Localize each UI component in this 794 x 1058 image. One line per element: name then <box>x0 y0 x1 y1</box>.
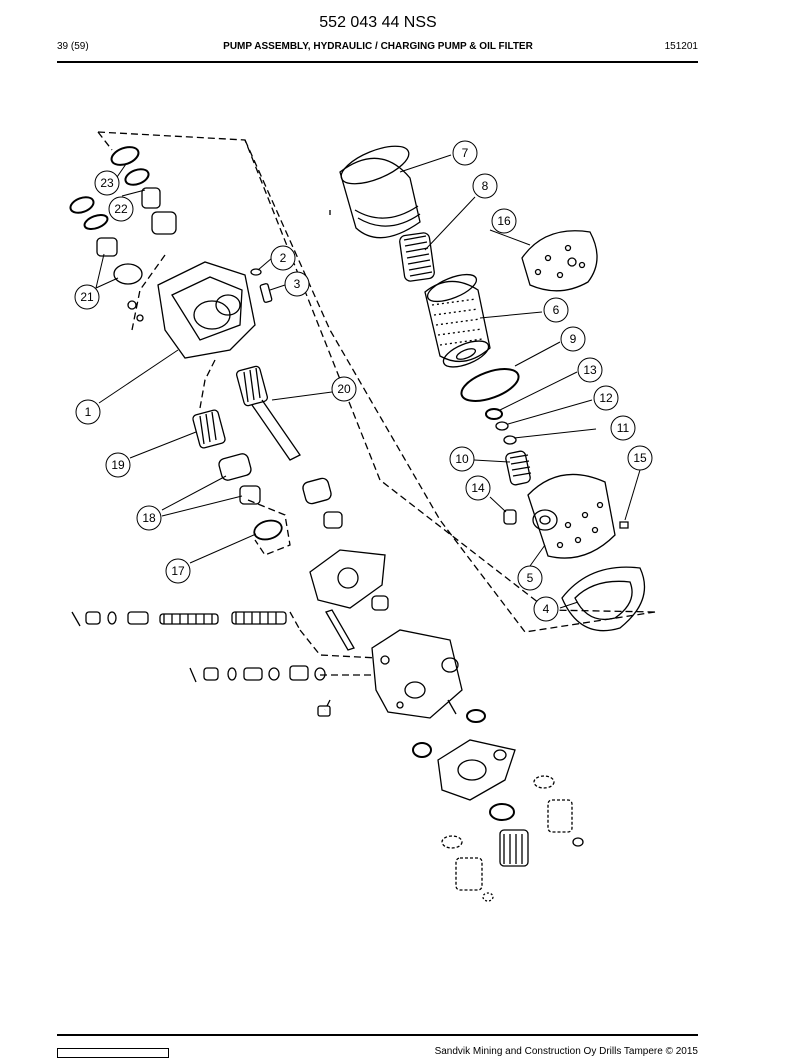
svg-text:12: 12 <box>599 391 613 405</box>
oil-filter-housing <box>339 145 421 239</box>
filter-seal-ring <box>460 368 520 402</box>
callout-6: 6 <box>543 297 569 323</box>
svg-text:6: 6 <box>553 303 560 317</box>
svg-text:22: 22 <box>114 202 128 216</box>
filter-head <box>527 473 616 559</box>
callout-10: 10 <box>449 446 475 472</box>
svg-text:20: 20 <box>337 382 351 396</box>
svg-text:8: 8 <box>482 179 489 193</box>
screw-3 <box>259 283 273 303</box>
callout-23: 23 <box>94 170 120 196</box>
footer-copyright: Sandvik Mining and Construction Oy Drill… <box>434 1046 698 1057</box>
callout-1: 1 <box>75 399 101 425</box>
callout-17: 17 <box>165 558 191 584</box>
callout-4: 4 <box>533 596 559 622</box>
svg-text:2: 2 <box>280 251 287 265</box>
svg-text:19: 19 <box>111 458 125 472</box>
sandvik-logo <box>57 1048 169 1058</box>
ring-11 <box>503 435 517 445</box>
filter-spring <box>399 232 435 282</box>
washer-2 <box>250 268 262 276</box>
callout-2: 2 <box>270 245 296 271</box>
valve-components-row-1 <box>71 611 287 627</box>
leader-lines <box>95 154 641 609</box>
svg-text:11: 11 <box>617 421 630 435</box>
document-number: 552 043 44 NSS <box>319 14 437 31</box>
snap-ring <box>253 519 283 541</box>
callout-16: 16 <box>491 208 517 234</box>
seal-ring-small <box>466 709 486 723</box>
lower-gears <box>441 775 584 902</box>
svg-text:9: 9 <box>570 332 577 346</box>
lower-gasket <box>412 739 516 801</box>
valve-spring <box>505 450 532 486</box>
callout-9: 9 <box>560 326 586 352</box>
svg-text:4: 4 <box>543 602 550 616</box>
valve-components-row-2 <box>189 665 326 683</box>
callout-12: 12 <box>593 385 619 411</box>
screw-15 <box>619 521 629 529</box>
nut-small-2 <box>136 314 144 322</box>
svg-text:23: 23 <box>100 176 114 190</box>
callout-11: 11 <box>610 415 636 441</box>
document-date: 151201 <box>664 41 698 52</box>
drive-shaft <box>235 365 301 461</box>
mounting-plate <box>309 549 389 611</box>
bearings-18 <box>218 453 343 529</box>
svg-text:21: 21 <box>80 290 94 304</box>
stud-small <box>447 699 457 715</box>
svg-text:10: 10 <box>455 452 469 466</box>
pin-rod <box>325 609 355 651</box>
callout-7: 7 <box>452 140 478 166</box>
callout-21: 21 <box>74 284 100 310</box>
page-count: 39 (59) <box>57 41 89 52</box>
callout-5: 5 <box>517 565 543 591</box>
washer-12 <box>495 421 509 431</box>
seal-set <box>69 146 177 285</box>
svg-text:7: 7 <box>462 146 469 160</box>
svg-text:18: 18 <box>142 511 156 525</box>
svg-text:5: 5 <box>527 571 534 585</box>
svg-text:14: 14 <box>471 481 485 495</box>
bolt-small <box>317 705 331 717</box>
o-ring-13 <box>485 408 503 420</box>
filter-element <box>424 273 491 368</box>
plug-14 <box>503 509 517 525</box>
svg-text:1: 1 <box>85 405 92 419</box>
charging-pump-housing <box>371 629 463 719</box>
callout-14: 14 <box>465 475 491 501</box>
nut-small <box>127 300 137 310</box>
svg-text:16: 16 <box>497 214 511 228</box>
callout-18: 18 <box>136 505 162 531</box>
callout-19: 19 <box>105 452 131 478</box>
callout-13: 13 <box>577 357 603 383</box>
callout-8: 8 <box>472 173 498 199</box>
driven-gear <box>192 409 226 449</box>
callout-22: 22 <box>108 196 134 222</box>
callout-3: 3 <box>284 271 310 297</box>
svg-text:17: 17 <box>171 564 185 578</box>
footer-rule <box>57 1034 698 1036</box>
page-title: PUMP ASSEMBLY, HYDRAULIC / CHARGING PUMP… <box>223 41 533 52</box>
svg-text:13: 13 <box>583 363 597 377</box>
pump-body <box>157 261 256 359</box>
header-rule <box>57 61 698 63</box>
callout-20: 20 <box>331 376 357 402</box>
svg-text:3: 3 <box>294 277 301 291</box>
callout-15: 15 <box>627 445 653 471</box>
gasket <box>561 566 646 632</box>
cover-plate <box>521 230 598 292</box>
callout-markers: 1 2 3 4 5 6 7 8 9 10 11 12 13 14 15 16 1… <box>74 140 653 622</box>
svg-text:15: 15 <box>633 451 647 465</box>
